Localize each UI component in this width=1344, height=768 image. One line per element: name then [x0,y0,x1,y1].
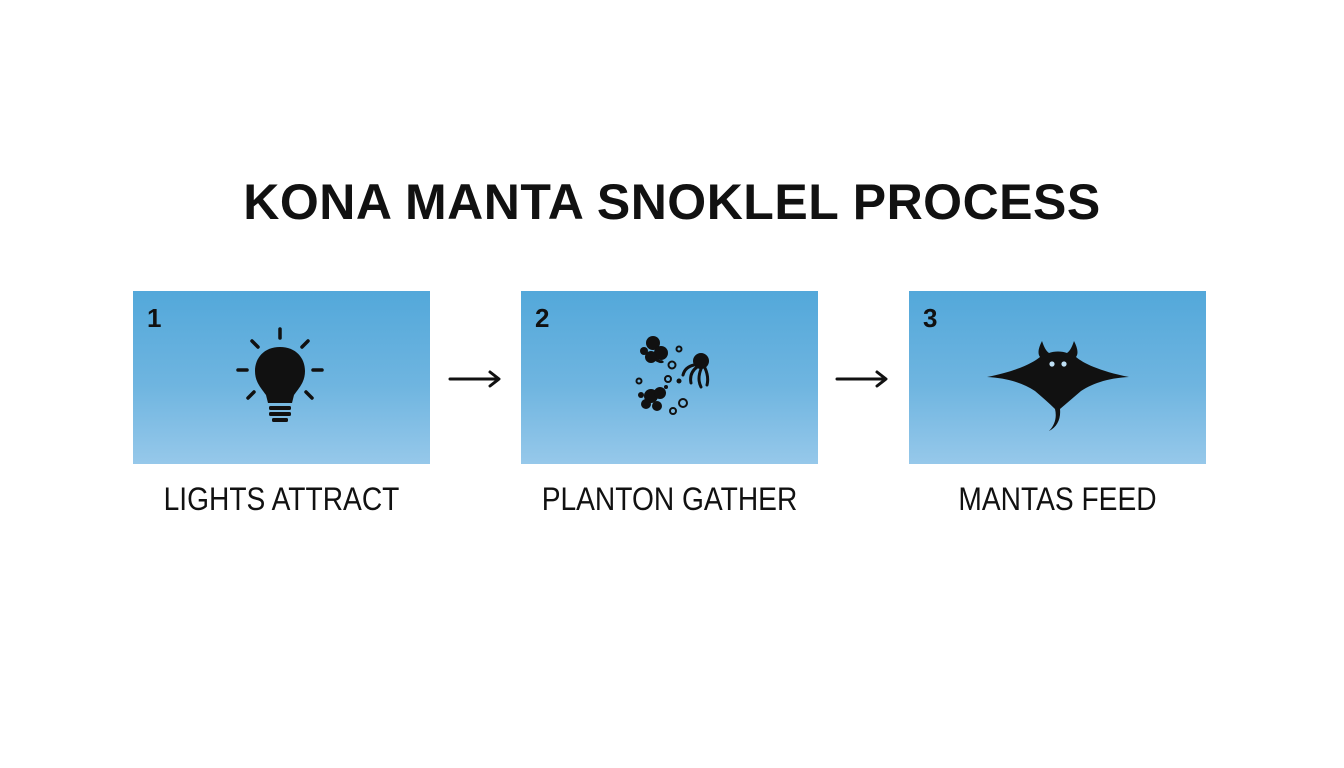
step-3: 3 MANTAS FEED [909,291,1206,517]
step-card: 1 [133,291,430,464]
lightbulb-icon [236,327,324,422]
step-label: LIGHTS ATTRACT [163,481,400,517]
step-number: 2 [535,303,550,333]
step-1: 1 LIGHTS ATTR [133,291,430,517]
manta-ray-icon [987,341,1129,431]
step-card: 3 [909,291,1206,464]
step-card: 2 [521,291,818,464]
arrow-right-icon [835,370,888,388]
plankton-icon [635,336,710,415]
step-label: MANTAS FEED [958,481,1157,517]
arrow-right-icon [448,370,501,388]
step-2: 2 [521,291,818,517]
step-label: PLANTON GATHER [541,481,798,517]
diagram-title: KONA MANTA SNOKLEL PROCESS [243,174,1101,230]
step-number: 3 [923,303,938,333]
step-number: 1 [147,303,162,333]
